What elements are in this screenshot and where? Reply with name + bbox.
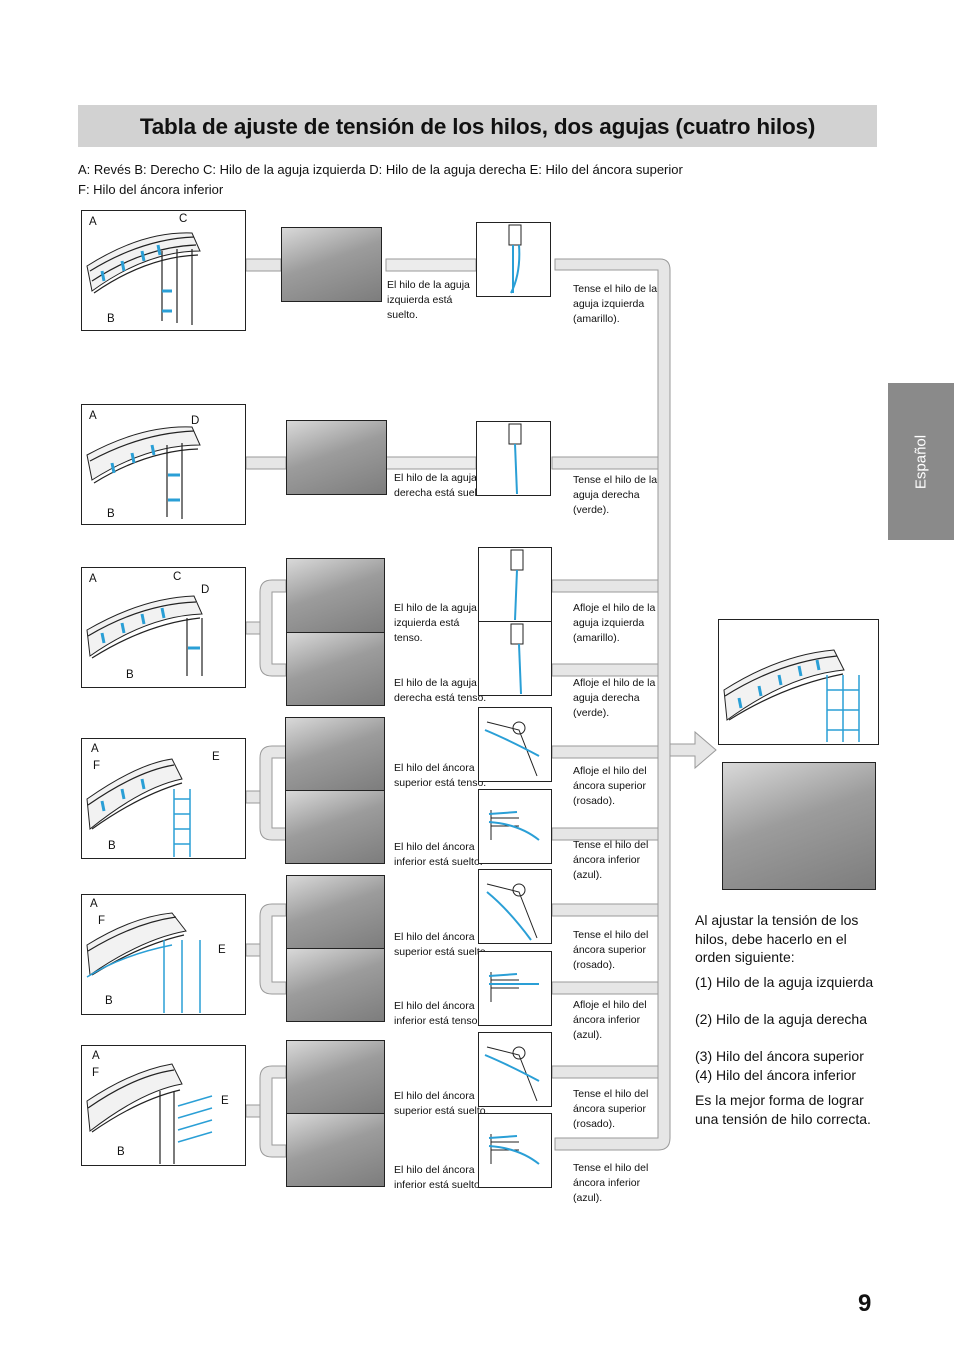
stitch-photo-5	[285, 717, 385, 791]
stitch-photo-7	[286, 875, 385, 949]
page-title: Tabla de ajuste de tensión de los hilos,…	[139, 114, 816, 139]
result-stitch-photo	[722, 762, 876, 890]
condition-text: El hilo del áncora inferior está suelto.	[394, 1164, 483, 1191]
order-step-4: (4) Hilo del áncora inferior	[695, 1067, 857, 1083]
order-intro: Al ajustar la tensión de los hilos, debe…	[695, 912, 859, 965]
condition-text: El hilo de la aguja izquierda está tenso…	[394, 602, 477, 644]
condition-text: El hilo del áncora superior está tenso.	[394, 762, 487, 789]
condition-text: El hilo del áncora inferior está tenso.	[394, 1000, 481, 1027]
diagram-letter: A	[91, 743, 99, 755]
tension-dial-1	[476, 222, 551, 297]
stitch-illustration	[86, 232, 201, 325]
stitch-diagram-6: A F E B	[81, 1045, 246, 1166]
stitch-diagram-1: A C B	[81, 210, 246, 331]
stitch-diagram-3: A C D B	[81, 567, 246, 688]
diagram-letter: D	[191, 415, 200, 427]
action-text: Tense el hilo de la aguja izquierda (ama…	[573, 283, 658, 325]
looper-dial-2	[478, 789, 552, 864]
diagram-letter: E	[218, 944, 226, 956]
condition-text: El hilo del áncora superior está suelto.	[394, 1090, 489, 1117]
order-step-1: (1) Hilo de la aguja izquierda	[695, 974, 874, 990]
diagram-letter: F	[92, 1067, 100, 1079]
stitch-photo-1	[281, 227, 382, 302]
looper-dial-4	[478, 951, 552, 1026]
order-step-2: (2) Hilo de la aguja derecha	[695, 1011, 867, 1027]
action-text: Afloje el hilo del áncora inferior (azul…	[573, 999, 647, 1041]
condition-text: El hilo del áncora inferior está suelto.	[394, 841, 483, 868]
order-step-3: (3) Hilo del áncora superior	[695, 1048, 864, 1064]
diagram-letter: A	[92, 1050, 100, 1062]
stitch-photo-3	[286, 558, 385, 633]
result-stitch-diagram	[718, 619, 879, 745]
diagram-letter: E	[212, 751, 220, 763]
language-tab[interactable]: Español	[888, 383, 954, 540]
stitch-photo-8	[286, 948, 385, 1022]
stitch-photo-2	[286, 420, 387, 495]
action-text: Afloje el hilo del áncora superior (rosa…	[573, 765, 647, 807]
looper-dial-5	[478, 1032, 552, 1107]
action-text: Afloje el hilo de la aguja derecha (verd…	[573, 677, 656, 719]
diagram-letter: B	[108, 840, 116, 852]
action-text: Tense el hilo del áncora inferior (azul)…	[573, 839, 649, 881]
diagram-letter: A	[89, 573, 97, 585]
legend-line-1: A: Revés B: Derecho C: Hilo de la aguja …	[78, 162, 683, 177]
looper-dial-6	[478, 1113, 552, 1188]
stitch-photo-6	[285, 790, 385, 864]
legend-line-2: F: Hilo del áncora inferior	[78, 182, 224, 197]
tension-dial-2	[476, 421, 551, 496]
diagram-letter: F	[98, 915, 106, 927]
stitch-photo-10	[286, 1113, 385, 1187]
stitch-diagram-5: A F E B	[81, 894, 246, 1015]
diagram-letter: B	[105, 995, 113, 1007]
looper-dial-1	[478, 707, 552, 782]
diagram-letter: B	[107, 508, 115, 520]
diagram-letter: A	[89, 410, 97, 422]
diagram-letter: C	[179, 213, 188, 225]
diagram-letter: B	[117, 1146, 125, 1158]
diagram-letter: B	[126, 669, 134, 681]
diagram-letter: E	[221, 1095, 229, 1107]
stitch-photo-9	[286, 1040, 385, 1114]
order-conclusion: Es la mejor forma de lograr una tensión …	[695, 1092, 871, 1127]
looper-dial-3	[478, 869, 552, 944]
title-bar: Tabla de ajuste de tensión de los hilos,…	[78, 105, 877, 147]
stitch-photo-4	[286, 632, 385, 706]
tension-dial-4	[478, 621, 552, 696]
action-text: Tense el hilo del áncora superior (rosad…	[573, 929, 649, 971]
action-text: Tense el hilo del áncora inferior (azul)…	[573, 1162, 649, 1204]
diagram-letter: D	[201, 584, 210, 596]
stitch-diagram-4: A F E B	[81, 738, 246, 859]
stitch-diagram-2: A D B	[81, 404, 246, 525]
action-text: Afloje el hilo de la aguja izquierda (am…	[573, 602, 656, 644]
condition-text: El hilo de la aguja derecha está suelto.	[394, 472, 489, 499]
diagram-letter: F	[93, 760, 101, 772]
condition-text: El hilo del áncora superior está suelto.	[394, 931, 489, 958]
action-text: Tense el hilo del áncora superior (rosad…	[573, 1088, 649, 1130]
language-tab-label: Español	[912, 434, 930, 489]
diagram-letter: A	[89, 216, 97, 228]
page-number: 9	[858, 1290, 872, 1317]
action-text: Tense el hilo de la aguja derecha (verde…	[573, 474, 658, 516]
condition-text: El hilo de la aguja derecha está tenso.	[394, 677, 487, 704]
diagram-letter: B	[107, 313, 115, 325]
tension-dial-3	[478, 547, 552, 622]
condition-text: El hilo de la aguja izquierda está suelt…	[387, 279, 470, 321]
diagram-letter: C	[173, 571, 182, 583]
diagram-letter: A	[90, 898, 98, 910]
